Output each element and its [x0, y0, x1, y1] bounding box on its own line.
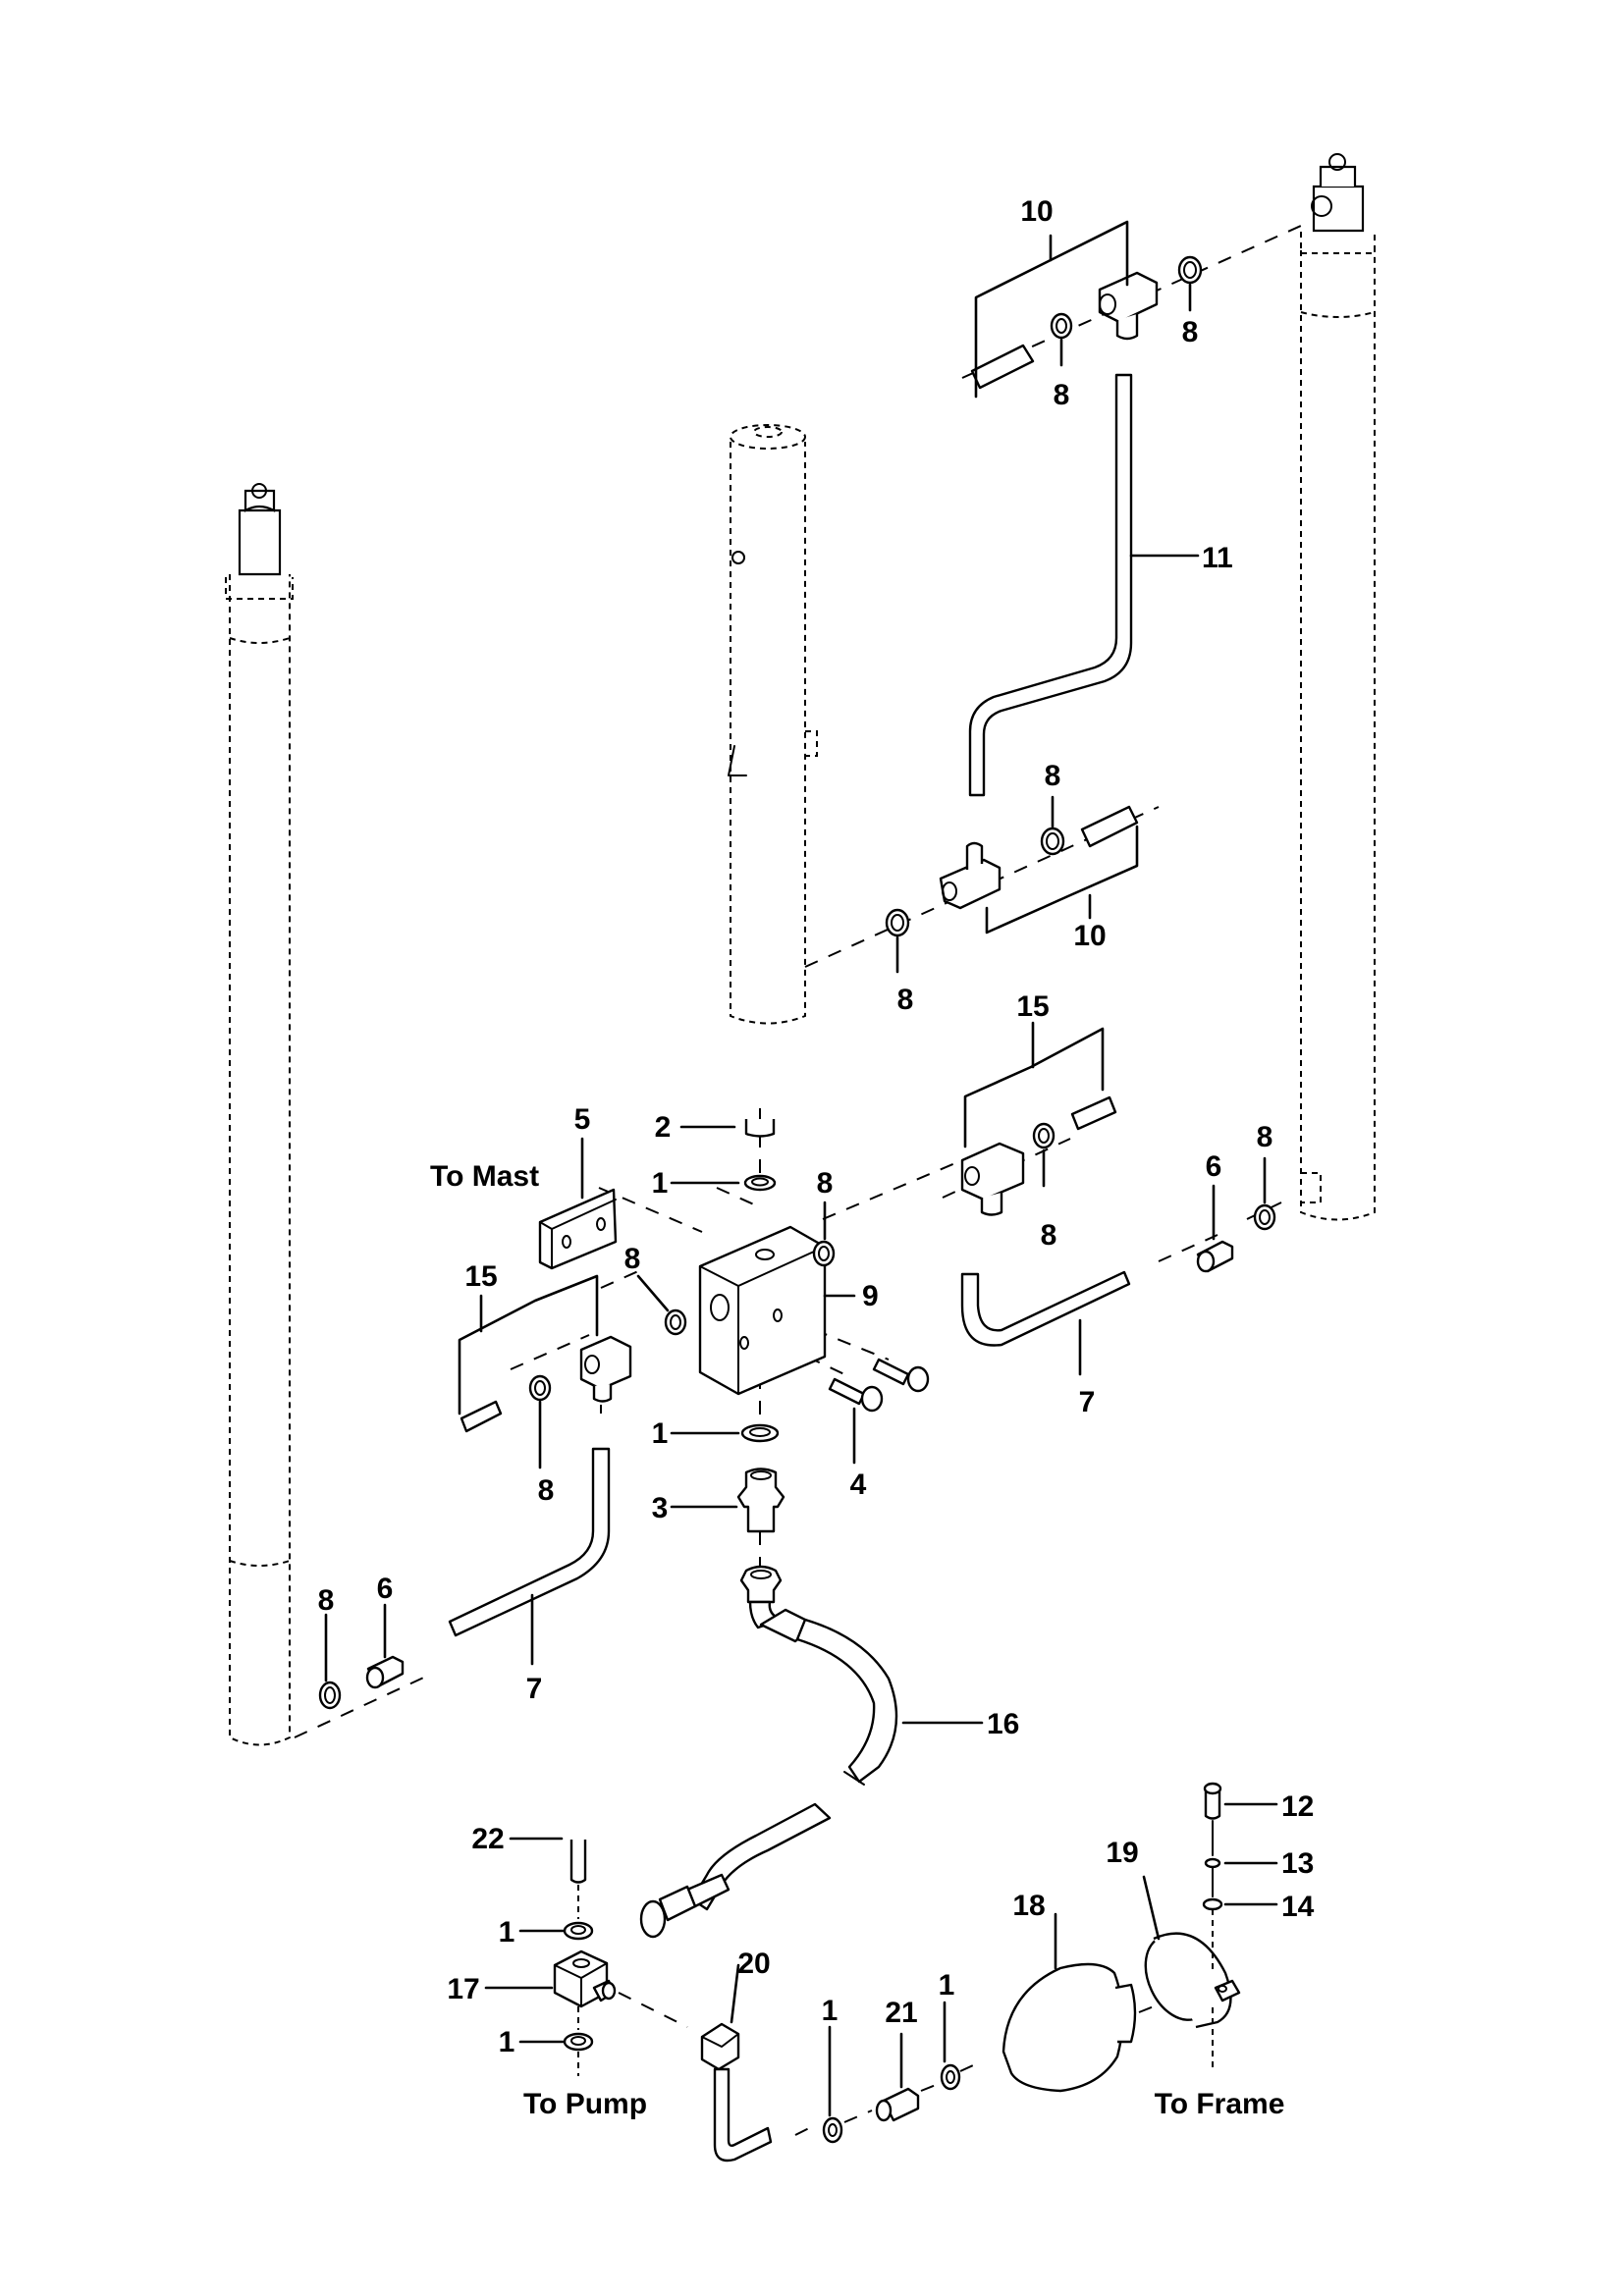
right-lift-cylinder — [1300, 153, 1376, 1221]
callout-10: 10 — [1020, 195, 1053, 228]
callout-11: 11 — [1202, 542, 1233, 574]
callout-15: 15 — [1016, 990, 1049, 1023]
to-pump-note: To Pump — [523, 2088, 647, 2120]
callout-22: 22 — [471, 1823, 504, 1855]
callout-8: 8 — [1041, 1219, 1057, 1252]
leader-lines — [580, 1125, 856, 1509]
clamp-assembly — [1142, 1782, 1278, 2071]
callout-16: 16 — [987, 1708, 1019, 1740]
callout-6: 6 — [377, 1573, 394, 1605]
callout-6: 6 — [1206, 1150, 1222, 1183]
callout-8: 8 — [1054, 379, 1070, 411]
callout-8: 8 — [1045, 760, 1061, 792]
accumulator-line-assembly — [700, 1912, 1164, 2163]
callout-8: 8 — [538, 1474, 555, 1507]
callout-8: 8 — [817, 1167, 834, 1200]
callout-12: 12 — [1281, 1790, 1314, 1823]
manifold-block-assembly — [538, 1107, 963, 1533]
callout-15: 15 — [464, 1260, 497, 1293]
callout-8: 8 — [624, 1243, 641, 1275]
callout-8: 8 — [1257, 1121, 1273, 1153]
callout-14: 14 — [1281, 1891, 1315, 1923]
center-lift-cylinder — [728, 424, 818, 1025]
callout-9: 9 — [862, 1280, 879, 1312]
callout-17: 17 — [447, 1973, 479, 2005]
top-banjo-assembly — [961, 220, 1302, 797]
callout-4: 4 — [850, 1468, 867, 1501]
callout-7: 7 — [1079, 1386, 1096, 1418]
right-elbow-pipe-assembly — [942, 1021, 1282, 1376]
callout-10: 10 — [1073, 920, 1106, 952]
callout-18: 18 — [1012, 1890, 1045, 1922]
callout-20: 20 — [737, 1948, 770, 1980]
callout-8: 8 — [318, 1584, 335, 1617]
callout-3: 3 — [652, 1492, 669, 1524]
callout-1: 1 — [499, 1916, 515, 1949]
callout-5: 5 — [574, 1103, 591, 1136]
callout-1: 1 — [652, 1167, 669, 1200]
hose-assembly — [639, 1531, 984, 1939]
left-elbow-pipe-assembly — [294, 1270, 639, 1738]
callout-13: 13 — [1281, 1847, 1314, 1880]
callout-8: 8 — [897, 984, 914, 1016]
callout-1: 1 — [939, 1969, 955, 2002]
callout-labels: 10 8 8 11 8 10 8 15 2 5 To Mast 1 8 8 6 … — [318, 195, 1315, 2120]
callout-2: 2 — [655, 1111, 672, 1144]
middle-banjo-assembly — [804, 795, 1160, 974]
callout-21: 21 — [885, 1997, 917, 2029]
callout-1: 1 — [822, 1995, 839, 2027]
pump-tee-assembly — [484, 1837, 688, 2076]
to-frame-note: To Frame — [1155, 2088, 1285, 2120]
callout-1: 1 — [499, 2026, 515, 2058]
callout-8: 8 — [1182, 316, 1199, 348]
left-lift-cylinder — [225, 483, 294, 1746]
callout-7: 7 — [526, 1673, 543, 1705]
callout-1: 1 — [652, 1417, 669, 1450]
to-mast-note: To Mast — [430, 1160, 539, 1193]
callout-19: 19 — [1106, 1837, 1138, 1869]
